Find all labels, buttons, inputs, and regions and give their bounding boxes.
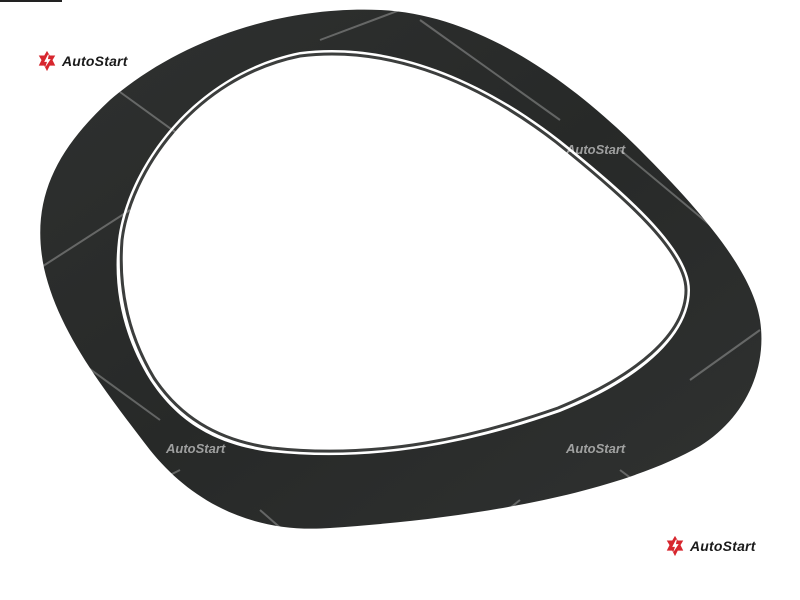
brand-logo-bottom-right: AutoStart [664,535,756,557]
autostart-logo-icon [38,50,56,72]
brand-name: AutoStart [690,538,756,554]
gasket-ring [40,9,762,529]
brand-logo-top-left: AutoStart [36,50,128,72]
autostart-logo-icon [666,535,684,557]
inner-edge-highlight [119,52,688,453]
watermark-text: AutoStart [566,142,626,157]
watermark-text: AutoStart [166,441,226,456]
brand-name: AutoStart [62,53,128,69]
watermark-lines [39,9,761,581]
top-edge-divider [0,0,62,2]
watermark-text: AutoStart [566,441,626,456]
